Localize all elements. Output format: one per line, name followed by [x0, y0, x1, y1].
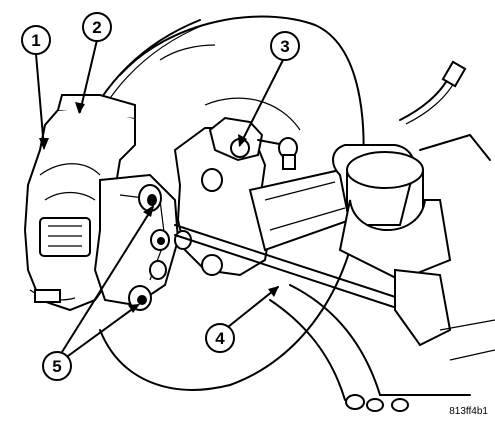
leader-4: [227, 286, 279, 328]
callout-1-label: 1: [31, 31, 40, 50]
arrowheads: [39, 102, 279, 313]
callout-3: 3: [270, 31, 300, 61]
leader-3: [239, 59, 284, 146]
strut-assembly: [338, 134, 491, 282]
callout-5: 5: [42, 351, 72, 381]
tie-rod: [174, 224, 452, 347]
brake-line-right: [399, 60, 467, 125]
bolt-mid: [150, 229, 170, 251]
leader-2: [79, 39, 98, 113]
callout-2-label: 2: [92, 18, 101, 37]
callout-1: 1: [21, 25, 51, 55]
guide-pin-bolt-upper: [138, 184, 162, 212]
guide-pin-bolt-lower: [128, 285, 152, 311]
callout-4: 4: [205, 323, 235, 353]
callout-leaders: [35, 39, 284, 357]
callout-2: 2: [82, 12, 112, 42]
lower-control-arm: [269, 284, 495, 412]
figure-code: 813ff4b1: [449, 406, 488, 417]
leader-5-lower: [67, 304, 139, 357]
leader-5-upper: [61, 206, 154, 353]
brake-hose: [99, 19, 207, 105]
steering-knuckle: [173, 127, 272, 277]
callout-4-label: 4: [215, 329, 225, 348]
leader-1: [35, 53, 45, 149]
callout-5-label: 5: [52, 357, 61, 376]
bolt-lower-mid: [149, 260, 167, 280]
callout-3-label: 3: [280, 37, 289, 56]
